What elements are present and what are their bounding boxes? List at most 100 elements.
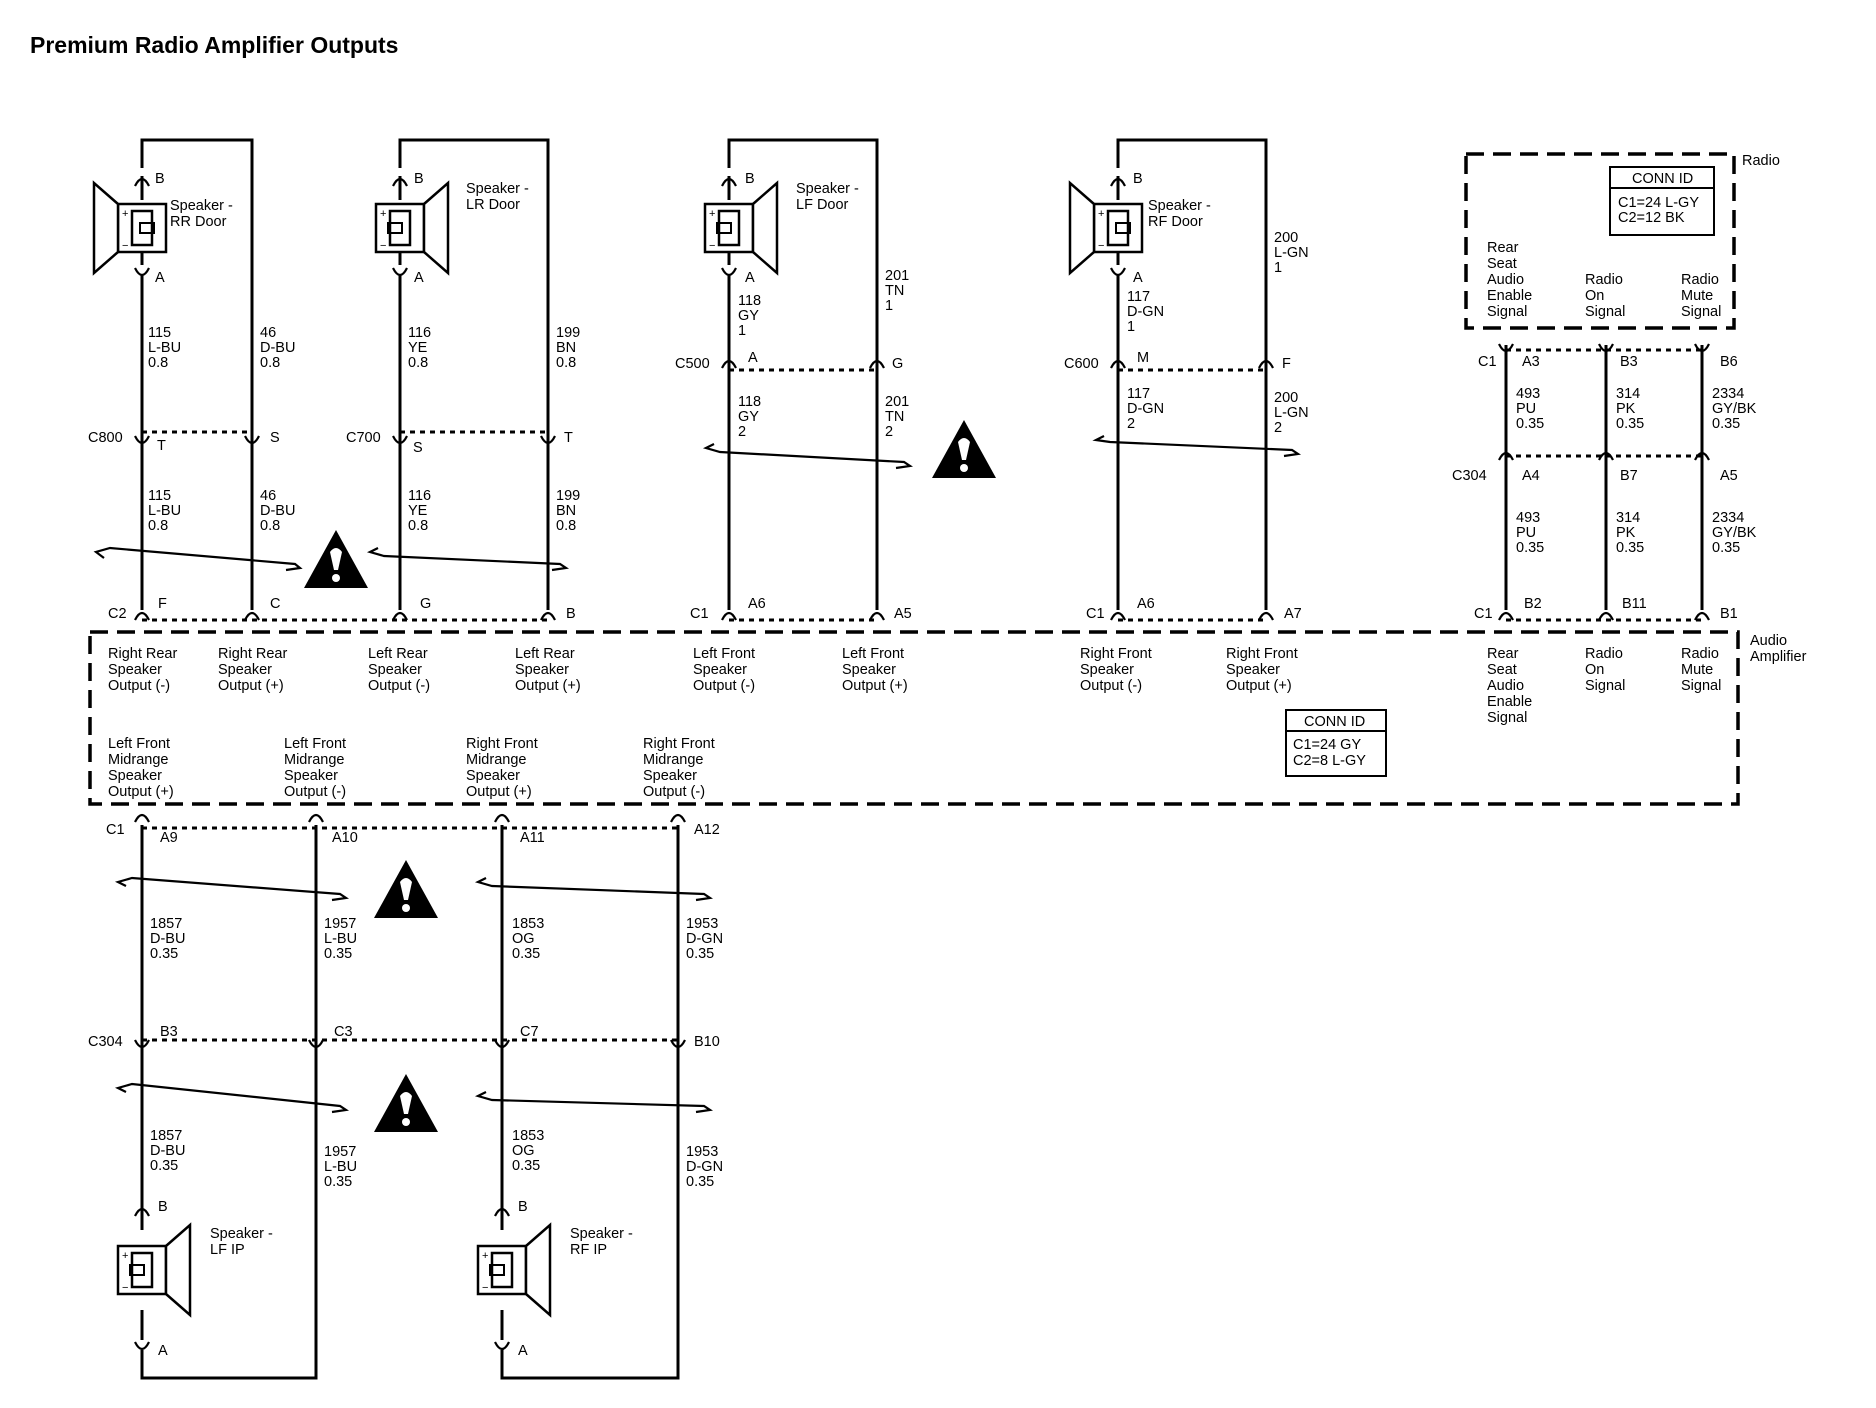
svg-text:1953: 1953	[686, 1144, 718, 1160]
svg-text:Midrange: Midrange	[108, 752, 168, 768]
svg-text:Seat: Seat	[1487, 256, 1517, 272]
svg-text:G: G	[892, 356, 903, 372]
svg-text:A: A	[1133, 270, 1143, 286]
svg-text:D-BU: D-BU	[260, 340, 295, 356]
svg-text:Speaker: Speaker	[515, 662, 569, 678]
amplifier-conn-id: CONN ID C1=24 GY C2=8 L-GY	[1285, 709, 1387, 777]
svg-text:2334: 2334	[1712, 386, 1744, 402]
svg-text:Speaker: Speaker	[842, 662, 896, 678]
svg-text:2334: 2334	[1712, 510, 1744, 526]
svg-text:D-GN: D-GN	[686, 1159, 723, 1175]
svg-text:117: 117	[1127, 386, 1150, 402]
svg-text:A: A	[748, 350, 758, 366]
svg-text:Left Rear: Left Rear	[515, 646, 575, 662]
svg-text:C304: C304	[88, 1034, 123, 1050]
svg-text:1: 1	[885, 298, 893, 314]
svg-text:0.8: 0.8	[408, 518, 428, 534]
svg-text:Radio: Radio	[1681, 272, 1719, 288]
svg-text:G: G	[420, 596, 431, 612]
audio-amplifier-box	[88, 630, 1740, 806]
svg-text:F: F	[1282, 356, 1291, 372]
speaker-lf-door-icon	[703, 181, 779, 275]
svg-text:PU: PU	[1516, 401, 1536, 417]
svg-text:Signal: Signal	[1487, 304, 1527, 320]
svg-text:S: S	[413, 440, 423, 456]
svg-text:A7: A7	[1284, 606, 1302, 622]
caution-icon	[374, 860, 438, 918]
svg-text:0.35: 0.35	[324, 946, 352, 962]
svg-text:B: B	[414, 171, 424, 187]
svg-text:Right Rear: Right Rear	[108, 646, 177, 662]
svg-text:Signal: Signal	[1681, 678, 1721, 694]
radio-label-rear-seat-audio-enable: Rear Seat Audio Enable Signal	[1487, 240, 1532, 320]
svg-text:GY: GY	[738, 308, 759, 324]
svg-text:201: 201	[885, 268, 909, 284]
svg-text:Audio: Audio	[1487, 678, 1524, 694]
svg-text:RF IP: RF IP	[570, 1242, 607, 1258]
svg-text:Signal: Signal	[1681, 304, 1721, 320]
svg-text:Right Rear: Right Rear	[218, 646, 287, 662]
svg-text:C700: C700	[346, 430, 381, 446]
svg-text:Rear: Rear	[1487, 646, 1519, 662]
svg-text:TN: TN	[885, 409, 904, 425]
svg-text:Output (+): Output (+)	[515, 678, 581, 694]
svg-text:B: B	[1133, 171, 1143, 187]
svg-text:C500: C500	[675, 356, 710, 372]
svg-text:117: 117	[1127, 289, 1150, 305]
svg-text:Left Front: Left Front	[108, 736, 170, 752]
svg-text:L-BU: L-BU	[324, 1159, 357, 1175]
svg-text:L-GN: L-GN	[1274, 245, 1309, 261]
svg-text:2: 2	[738, 424, 746, 440]
svg-text:A12: A12	[694, 822, 720, 838]
svg-text:118: 118	[738, 293, 761, 309]
svg-text:0.35: 0.35	[1712, 540, 1740, 556]
svg-text:0.35: 0.35	[150, 1158, 178, 1174]
svg-text:Speaker -: Speaker -	[570, 1226, 633, 1242]
svg-text:B: B	[566, 606, 576, 622]
svg-text:493: 493	[1516, 386, 1540, 402]
svg-text:B: B	[158, 1199, 168, 1215]
svg-text:LF Door: LF Door	[796, 197, 849, 213]
svg-text:0.8: 0.8	[408, 355, 428, 371]
svg-text:Midrange: Midrange	[284, 752, 344, 768]
svg-text:Signal: Signal	[1585, 678, 1625, 694]
svg-text:Right Front: Right Front	[643, 736, 715, 752]
svg-text:C1: C1	[106, 822, 125, 838]
svg-text:Left Front: Left Front	[284, 736, 346, 752]
svg-text:A5: A5	[1720, 468, 1738, 484]
svg-text:Mute: Mute	[1681, 288, 1713, 304]
svg-text:115: 115	[148, 488, 171, 504]
svg-text:Output (-): Output (-)	[368, 678, 430, 694]
svg-text:Enable: Enable	[1487, 694, 1532, 710]
svg-text:46: 46	[260, 325, 276, 341]
svg-text:116: 116	[408, 488, 431, 504]
svg-text:B1: B1	[1720, 606, 1738, 622]
svg-text:D-BU: D-BU	[150, 931, 185, 947]
svg-text:C2: C2	[108, 606, 127, 622]
speaker-lr-door-icon	[374, 181, 450, 275]
svg-text:OG: OG	[512, 1143, 535, 1159]
svg-text:RF Door: RF Door	[1148, 214, 1203, 230]
svg-text:115: 115	[148, 325, 171, 341]
svg-text:GY/BK: GY/BK	[1712, 401, 1757, 417]
svg-text:201: 201	[885, 394, 909, 410]
svg-text:M: M	[1137, 350, 1149, 366]
svg-text:118: 118	[738, 394, 761, 410]
svg-text:C2=8 L-GY: C2=8 L-GY	[1293, 753, 1366, 769]
svg-text:BN: BN	[556, 340, 576, 356]
svg-text:Output (-): Output (-)	[643, 784, 705, 800]
svg-text:A: A	[414, 270, 424, 286]
svg-text:Seat: Seat	[1487, 662, 1517, 678]
svg-text:Output (+): Output (+)	[1226, 678, 1292, 694]
radio-module-box	[1464, 152, 1736, 330]
